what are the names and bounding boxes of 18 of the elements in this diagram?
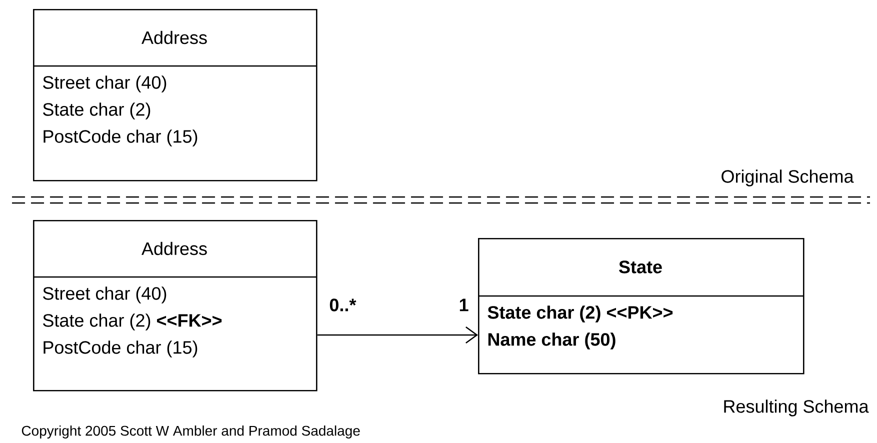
attribute-text: State char (2) <<PK>>	[488, 306, 673, 322]
copyright-note: Copyright 2005 Scott W Ambler and Pramod Sadalage	[22, 425, 360, 438]
attribute-text: Name char (50)	[488, 332, 616, 350]
class-box	[33, 9, 318, 182]
attribute-text: State char (2) <<FK>>	[43, 314, 222, 330]
class-name: Address	[142, 30, 207, 44]
association-arrow	[317, 326, 478, 344]
schema-caption: Resulting Schema	[724, 400, 869, 416]
attribute-text: PostCode char (15)	[44, 130, 198, 146]
class-name: State	[619, 260, 662, 274]
class-box	[478, 238, 804, 374]
attribute-text: State char (2)	[43, 102, 150, 120]
attribute-text: PostCode char (15)	[44, 340, 198, 358]
class-box	[33, 220, 318, 392]
attribute-text: Street char (40)	[43, 286, 166, 304]
class-name: Address	[142, 242, 207, 256]
attribute-text: Street char (40)	[43, 76, 166, 92]
schema-caption: Original Schema	[722, 170, 854, 186]
